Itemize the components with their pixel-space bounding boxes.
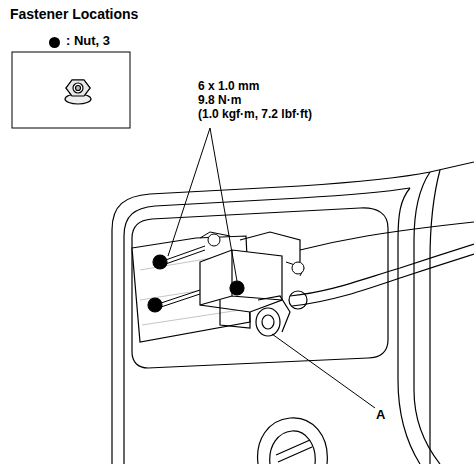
cable: [256, 222, 474, 336]
torque-spec: 9.8 N·m: [198, 94, 241, 108]
title: Fastener Locations: [10, 6, 138, 22]
torque-spec: 6 x 1.0 mm: [198, 80, 259, 94]
nut-marker: [148, 255, 244, 312]
legend-box: [12, 52, 130, 128]
torque-spec: (1.0 kgf·m, 7.2 lbf·ft): [198, 108, 312, 122]
door-panel: [112, 162, 474, 464]
nut-icon: [65, 80, 91, 104]
leader-line: [168, 128, 375, 408]
legend-text: : Nut, 3: [66, 34, 110, 49]
legend-symbol: [49, 37, 60, 48]
latch-body: [200, 232, 300, 328]
callout-letter: A: [376, 408, 385, 423]
